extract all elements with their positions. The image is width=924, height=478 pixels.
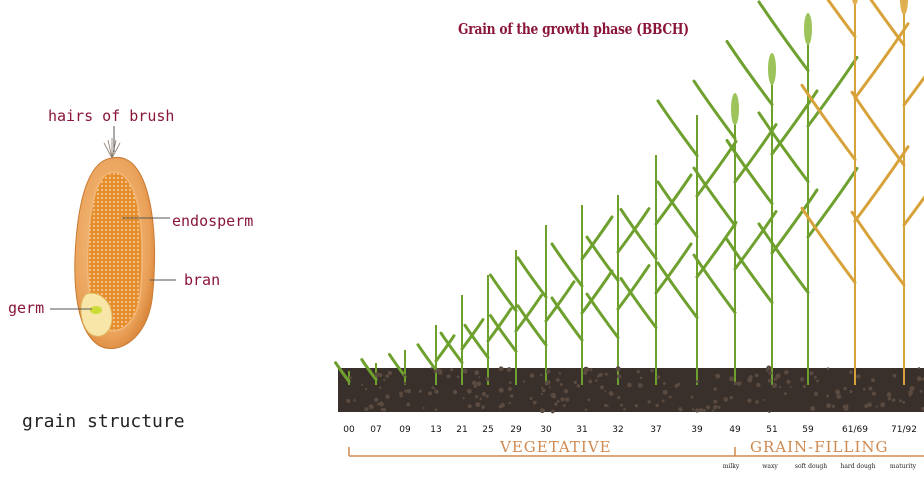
ripening-sub-label: soft dough xyxy=(795,463,827,470)
vegetative-label: VEGETATIVE xyxy=(500,438,612,456)
ripening-sub-label: maturity xyxy=(890,463,916,470)
ripening-sub-label: hard dough xyxy=(840,463,875,470)
grain-filling-label: GRAIN-FILLING xyxy=(750,438,889,456)
ripening-sub-label: milky xyxy=(723,463,740,470)
ripening-sub-label: waxy xyxy=(762,463,778,470)
